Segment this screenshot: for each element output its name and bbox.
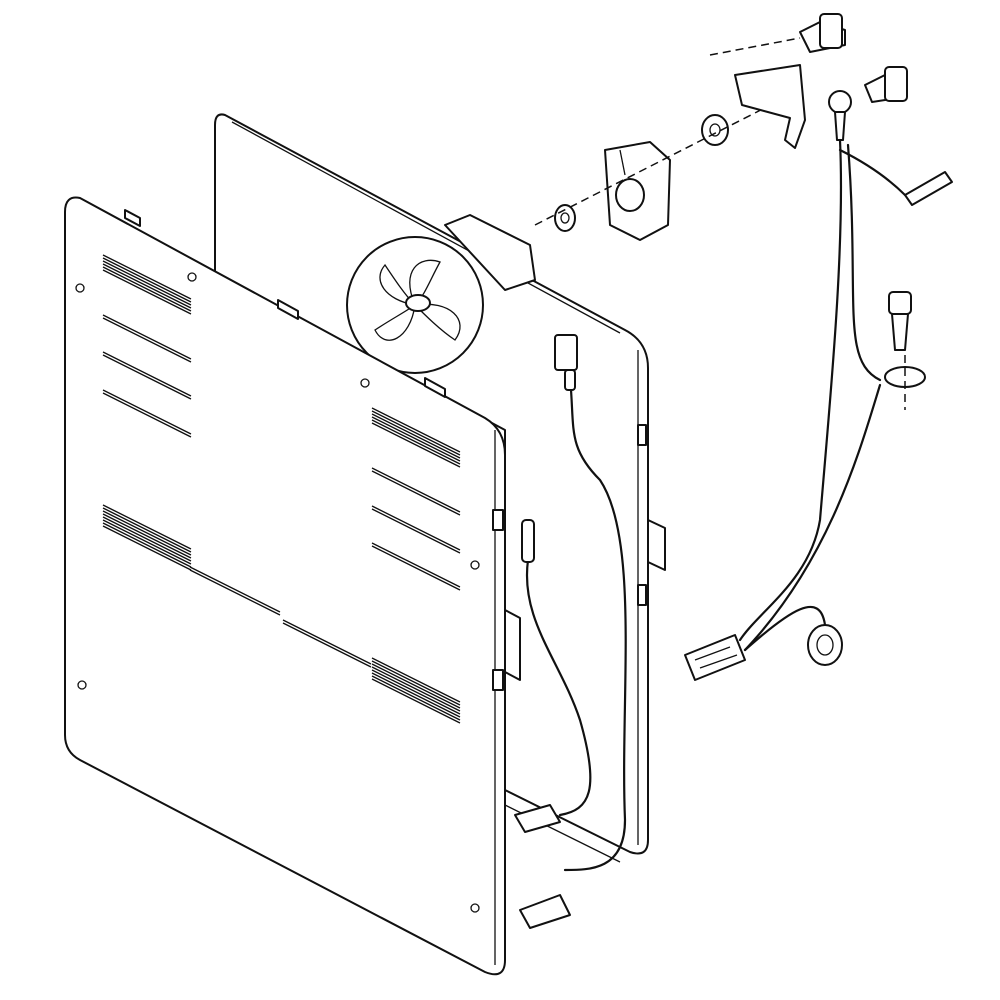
- vent-slot: [371, 413, 461, 462]
- ring-terminal: [807, 624, 843, 666]
- spade-terminal: [514, 804, 561, 833]
- vent-louvers: [102, 254, 461, 724]
- assembly-axis-line: [534, 89, 801, 226]
- screw: [799, 13, 846, 53]
- screw-hole: [187, 272, 197, 282]
- fan-blade: [374, 259, 461, 341]
- motor-bushing: [701, 114, 729, 146]
- vent-slot: [102, 522, 192, 571]
- vent-slot: [102, 314, 192, 363]
- vent-slot: [371, 669, 461, 718]
- spade-terminal: [904, 171, 953, 206]
- vent-slot: [371, 407, 461, 456]
- motor-grommet: [554, 204, 576, 232]
- wire-harness: [525, 138, 907, 872]
- spade-terminal: [519, 894, 571, 929]
- fan-motor: [604, 141, 671, 241]
- vent-slot: [102, 266, 192, 315]
- vent-slot: [371, 663, 461, 712]
- vent-slot: [102, 510, 192, 559]
- harness-connector: [684, 634, 746, 681]
- vent-slot: [371, 505, 461, 554]
- screw-hole: [75, 283, 85, 293]
- vent-slot: [189, 566, 281, 616]
- assembly-axis-line: [709, 37, 801, 56]
- spade-terminal: [554, 334, 578, 391]
- screw-hole: [77, 680, 87, 690]
- screw-hole: [470, 903, 480, 913]
- screw: [864, 66, 908, 103]
- vent-slot: [102, 516, 192, 565]
- mounting-bracket: [734, 64, 806, 149]
- vent-slot: [371, 419, 461, 468]
- vent-slot: [102, 351, 192, 400]
- ring-terminal: [828, 90, 852, 141]
- vent-slot: [371, 675, 461, 724]
- vent-slot: [371, 467, 461, 516]
- ground-screw: [884, 291, 926, 388]
- vent-slot: [102, 260, 192, 309]
- vent-slot: [102, 504, 192, 553]
- screw-hole: [360, 378, 370, 388]
- vent-slot: [102, 254, 192, 303]
- vent-slot: [371, 657, 461, 706]
- thermal-fuse: [521, 519, 535, 563]
- vent-slot: [102, 389, 192, 438]
- screw-hole: [470, 560, 480, 570]
- vent-slot: [371, 542, 461, 591]
- vent-slot: [282, 619, 372, 668]
- front-cover-panel: [64, 196, 506, 976]
